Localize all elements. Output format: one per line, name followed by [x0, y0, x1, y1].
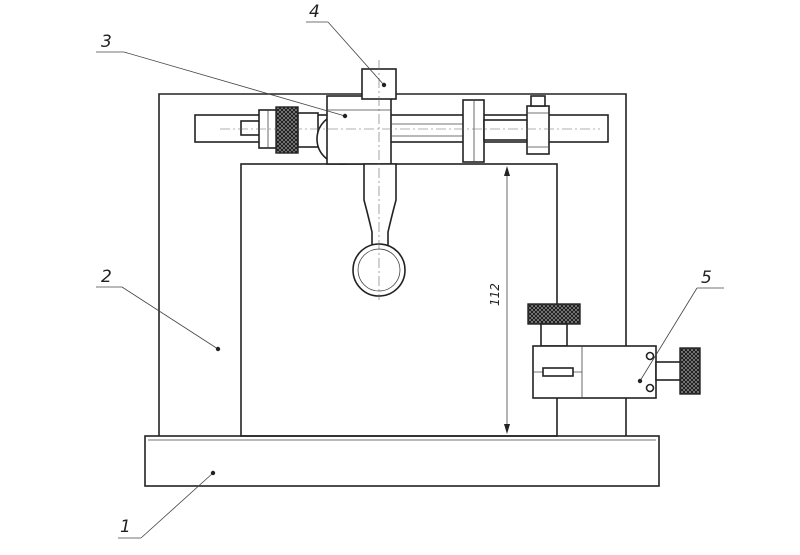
dimension-112: 112	[488, 166, 510, 434]
inner-block	[240, 163, 558, 437]
callout-1: 1	[120, 517, 131, 537]
right-slider	[462, 95, 550, 163]
callout-5: 5	[701, 268, 712, 288]
carriage	[326, 95, 392, 165]
callout-4: 4	[309, 2, 320, 22]
base-plate	[144, 435, 660, 487]
indicator-dial-ring	[352, 243, 406, 297]
center-lines	[220, 60, 600, 300]
dimension-value: 112	[488, 283, 502, 306]
callout-leaders	[96, 21, 724, 539]
callout-2: 2	[101, 267, 112, 287]
callout-3: 3	[101, 32, 112, 52]
left-knob-assembly	[240, 106, 319, 154]
clamp-assembly	[527, 303, 701, 399]
